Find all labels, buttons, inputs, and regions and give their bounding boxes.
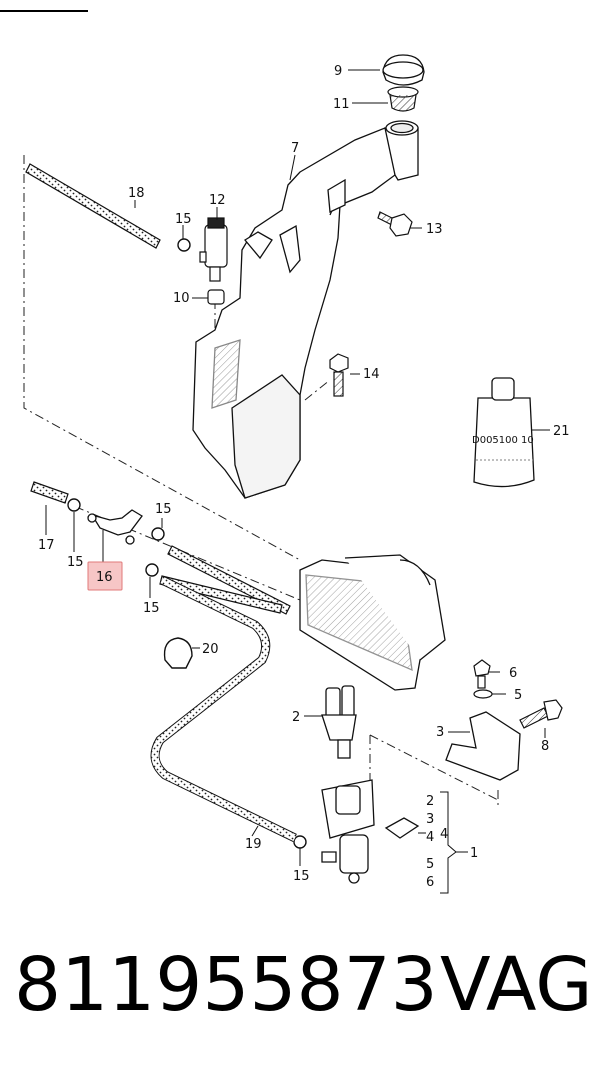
callout-12: 12: [209, 193, 226, 208]
strainer: [387, 86, 419, 112]
top-rule: [0, 10, 88, 12]
bracket-item-3: 3: [426, 812, 434, 827]
bracket-item-2: 2: [426, 794, 434, 809]
callout-14: 14: [363, 367, 380, 382]
callout-18: 18: [128, 186, 145, 201]
filler-cap: [382, 54, 425, 86]
highlight-box-16: [87, 561, 123, 591]
clip-4: [384, 817, 420, 839]
footer: 811955873 VAG: [0, 948, 600, 1038]
bracket-item-6: 6: [426, 875, 434, 890]
callout-2: 2: [292, 710, 300, 725]
callout-3: 3: [436, 725, 444, 740]
callout-1: 1: [470, 846, 478, 861]
callout-15e: 15: [293, 869, 310, 884]
hose-18: [25, 163, 161, 249]
reference-lines: [23, 155, 499, 805]
bracket-item-5: 5: [426, 857, 434, 872]
clip-20: [163, 637, 193, 669]
callout-15a: 15: [175, 212, 192, 227]
fluid-bottle: [473, 377, 535, 488]
washer-nozzle: [321, 685, 357, 759]
washer-pump: [199, 217, 228, 282]
bracket-item-4: 4: [426, 830, 434, 845]
hose-clips: [67, 498, 307, 849]
bottle-code: D005100 10: [472, 435, 534, 446]
callout-15c: 15: [155, 502, 172, 517]
callout-8: 8: [541, 739, 549, 754]
callout-15b: 15: [67, 555, 84, 570]
hose-19-fill: [151, 576, 297, 842]
hose-19: [150, 575, 297, 843]
hose-clip: [177, 238, 191, 252]
part-number: 811955873: [14, 942, 438, 1028]
leader-lines: [45, 69, 550, 894]
callout-19: 19: [245, 837, 262, 852]
bolt-6: [473, 659, 491, 689]
callout-10: 10: [173, 291, 190, 306]
grommet: [207, 289, 225, 305]
bolt-13: [377, 211, 413, 237]
callout-4: 4: [440, 827, 448, 842]
headlamp: [299, 554, 446, 691]
callout-labels: 9 11 7 18 12 15 13 10 14 21 17 15 16 15 …: [38, 64, 570, 890]
callout-20: 20: [202, 642, 219, 657]
hoses-to-headlamp: [159, 545, 291, 615]
hose-17: [30, 481, 69, 504]
callout-11: 11: [333, 97, 350, 112]
callout-13: 13: [426, 222, 443, 237]
washer-reservoir: [192, 120, 419, 499]
telescopic-cylinder: [321, 779, 375, 884]
callout-17: 17: [38, 538, 55, 553]
pipe-connector: [87, 509, 143, 545]
bolt-8: [519, 699, 563, 729]
callout-16: 16: [96, 570, 113, 585]
callout-7: 7: [291, 141, 299, 156]
callout-9: 9: [334, 64, 342, 79]
callout-15d: 15: [143, 601, 160, 616]
bracket: [445, 711, 521, 781]
washer-5: [473, 689, 493, 699]
callout-21: 21: [553, 424, 570, 439]
brand-name: VAG: [440, 942, 593, 1028]
callout-6: 6: [509, 666, 517, 681]
bolt-14: [329, 353, 349, 397]
callout-5: 5: [514, 688, 522, 703]
